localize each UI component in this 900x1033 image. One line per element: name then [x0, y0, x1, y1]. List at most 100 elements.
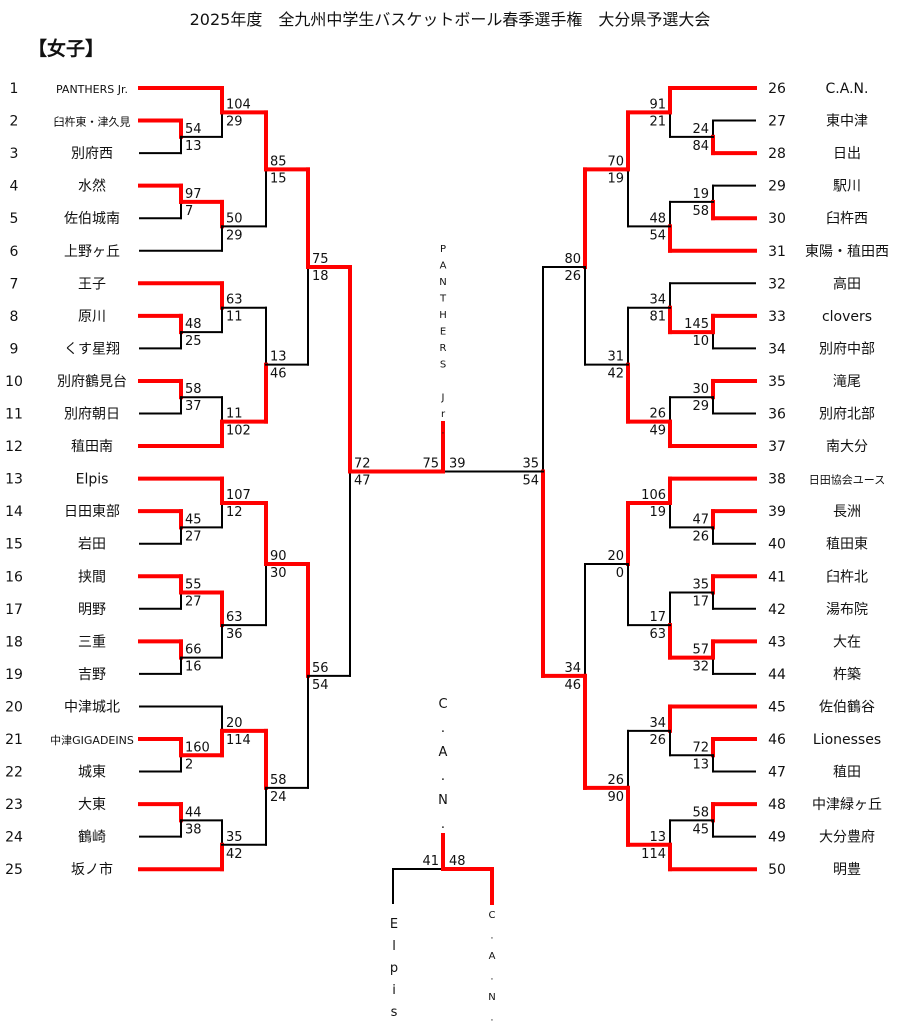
- team-seed: 48: [768, 797, 786, 813]
- match-score-top: 145: [684, 317, 709, 332]
- match-score-top: 26: [607, 773, 624, 788]
- team-name: 別府朝日: [64, 407, 120, 423]
- match-score-bottom: 32: [692, 660, 709, 675]
- match-score-bottom: 47: [354, 473, 371, 488]
- team-name: 臼杵西: [826, 211, 868, 227]
- match-score-bottom: 16: [185, 660, 202, 675]
- match-score-bottom: 54: [312, 678, 329, 693]
- team-name: くす星翔: [64, 341, 120, 357]
- team-name: 挟間: [78, 569, 106, 585]
- match-score-bottom: 114: [226, 733, 251, 748]
- match-score-top: 72: [692, 740, 709, 755]
- match-score-top: 11: [226, 407, 243, 422]
- match-score-bottom: 90: [607, 790, 624, 805]
- match-score-top: 160: [185, 740, 210, 755]
- match-score-top: 91: [649, 97, 666, 112]
- champion-name-char: r: [441, 409, 446, 420]
- match-score-top: 85: [270, 154, 287, 169]
- team-seed: 38: [768, 472, 786, 488]
- team-name: 東中津: [826, 114, 868, 130]
- team-seed: 6: [10, 244, 19, 260]
- team-name: 臼杵北: [826, 569, 868, 585]
- team-seed: 45: [768, 699, 786, 715]
- team-seed: 11: [5, 407, 23, 423]
- match-score-bottom: 49: [649, 424, 666, 439]
- team-name: 稙田東: [826, 536, 868, 553]
- match-score-bottom: 45: [692, 822, 709, 837]
- team-seed: 29: [768, 179, 786, 195]
- team-seed: 42: [768, 602, 786, 618]
- match-score-bottom: 38: [185, 822, 202, 837]
- third-place-right-team-char: N: [488, 992, 495, 1003]
- team-seed: 28: [768, 146, 786, 162]
- team-seed: 20: [5, 699, 23, 715]
- team-seed: 18: [5, 634, 23, 650]
- third-place-right-team-char: A: [489, 951, 496, 962]
- match-score-top: 31: [607, 350, 624, 365]
- match-score-top: 72: [354, 456, 371, 471]
- match-score-bottom: 19: [649, 505, 666, 520]
- team-seed: 7: [10, 276, 19, 292]
- third-place-right-team-char: .: [490, 931, 493, 942]
- team-seed: 10: [5, 374, 23, 390]
- team-name: 東陽・稙田西: [805, 243, 889, 260]
- third-place-left-team-char: p: [390, 961, 398, 976]
- third-place-winner-char: .: [441, 817, 445, 832]
- team-name: 鶴崎: [78, 829, 106, 846]
- third-place-score-right: 48: [449, 854, 466, 869]
- team-name: 坂ノ市: [71, 861, 113, 878]
- match-score-top: 45: [185, 512, 202, 527]
- champion-name-char: N: [439, 277, 446, 288]
- champion-name-char: P: [440, 244, 446, 255]
- team-name: 別府西: [71, 146, 113, 162]
- match-score-top: 90: [270, 549, 287, 564]
- team-name: 原川: [78, 309, 106, 325]
- match-score-bottom: 37: [185, 399, 202, 414]
- match-score-top: 13: [270, 350, 287, 365]
- team-seed: 37: [768, 439, 786, 455]
- match-score-bottom: 17: [692, 595, 709, 610]
- team-name: 大分豊府: [819, 830, 875, 846]
- match-score-top: 13: [649, 830, 666, 845]
- match-score-bottom: 46: [564, 678, 581, 693]
- third-place-left-team-char: l: [392, 939, 396, 954]
- match-score-top: 48: [185, 317, 202, 332]
- match-score-bottom: 54: [649, 228, 666, 243]
- champion-name-char: R: [440, 343, 447, 354]
- match-score-top: 80: [564, 252, 581, 267]
- match-score-bottom: 102: [226, 424, 251, 439]
- match-score-bottom: 27: [185, 595, 202, 610]
- champion-name-char: S: [440, 360, 446, 371]
- third-place-winner-char: N: [438, 793, 448, 808]
- team-seed: 46: [768, 732, 786, 748]
- team-name: 中津緑ヶ丘: [812, 797, 882, 813]
- team-seed: 47: [768, 765, 786, 781]
- third-place-right-team-char: .: [490, 972, 493, 983]
- match-score-bottom: 58: [692, 204, 709, 219]
- match-score-bottom: 27: [185, 529, 202, 544]
- third-place-winner-char: C: [438, 697, 447, 712]
- team-name: Elpis: [76, 472, 109, 488]
- team-name: 南大分: [826, 439, 868, 455]
- champion-name-char: T: [439, 294, 447, 305]
- division-label: 【女子】: [28, 38, 105, 60]
- team-seed: 4: [10, 179, 19, 195]
- team-name: 岩田: [78, 537, 106, 553]
- match-score-bottom: 0: [616, 566, 624, 581]
- team-name: 日出: [833, 146, 861, 162]
- match-score-bottom: 81: [649, 310, 666, 325]
- match-score-bottom: 7: [185, 204, 193, 219]
- team-name: PANTHERS Jr.: [56, 83, 128, 96]
- team-name: 稙田: [833, 764, 861, 781]
- match-score-bottom: 42: [226, 847, 243, 862]
- team-name: 中津城北: [64, 699, 120, 715]
- third-place-winner-char: .: [441, 769, 445, 784]
- team-name: 日田協会ユース: [809, 474, 885, 487]
- champion-name-char: J: [441, 393, 445, 404]
- champion-name-char: H: [439, 310, 447, 321]
- team-name: 城東: [78, 765, 106, 781]
- team-name: 王子: [78, 276, 106, 292]
- match-score-top: 34: [564, 661, 581, 676]
- match-score-bottom: 36: [226, 627, 243, 642]
- team-name: 上野ヶ丘: [64, 244, 120, 260]
